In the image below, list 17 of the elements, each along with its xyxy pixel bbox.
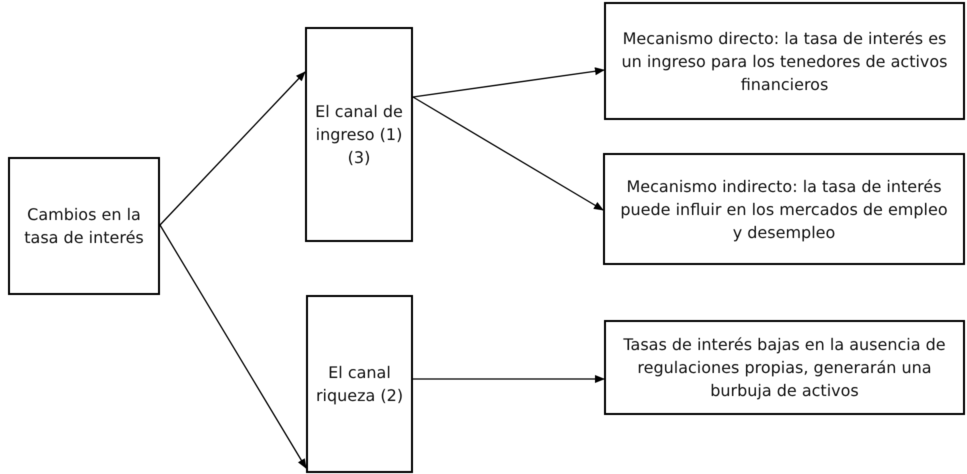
arrow bbox=[412, 67, 605, 98]
process-box bbox=[604, 2, 965, 120]
arrow bbox=[413, 375, 605, 383]
process-box bbox=[604, 320, 965, 415]
process-box bbox=[603, 153, 965, 265]
box-text: El canal riqueza (2) bbox=[314, 362, 404, 407]
process-box bbox=[8, 157, 160, 295]
box-text: Mecanismo indirecto: la tasa de interés puede influir en los mercados de empleo y desempleo bbox=[619, 176, 949, 244]
box-text: Mecanismo directo: la tasa de interés es un ingreso para los tenedores de activos financieros bbox=[620, 28, 948, 96]
box-text: El canal de ingreso (1) (3) bbox=[314, 101, 404, 169]
process-box bbox=[306, 295, 413, 473]
arrow bbox=[159, 224, 307, 469]
box-text: Cambios en la tasa de interés bbox=[23, 204, 145, 249]
arrow bbox=[412, 96, 604, 211]
process-box bbox=[305, 27, 413, 242]
box-text: Tasas de interés bajas en la ausencia de regulaciones propias, generarán una burbuja de activos bbox=[622, 334, 947, 402]
arrow bbox=[160, 71, 306, 226]
